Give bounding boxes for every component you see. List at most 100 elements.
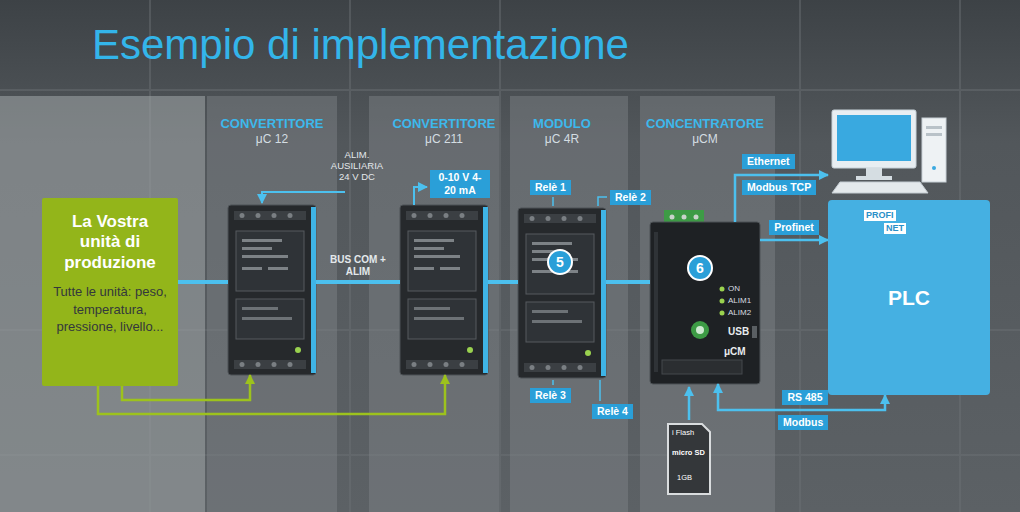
diagram-title: Esempio di implementazione — [92, 21, 629, 68]
label-text: Relè 1 — [535, 181, 566, 193]
callout-number: 5 — [547, 249, 573, 275]
signal-lines — [262, 175, 828, 420]
shape-circle — [696, 326, 704, 334]
shape-circle — [720, 311, 725, 316]
shape-rect — [752, 326, 757, 338]
shape-path — [552, 197, 554, 206]
device-heading: MODULOμC 4R — [533, 116, 591, 148]
label-text: ALIM1 — [728, 296, 751, 305]
shape-rect — [922, 118, 946, 182]
shape-line — [799, 0, 801, 512]
label-text: 6 — [696, 260, 704, 276]
label-text: μCM — [724, 346, 746, 357]
connector-label-text: RS 485 — [787, 391, 822, 403]
shape-path — [599, 380, 601, 401]
label-text: 0-10 V 4-20 mA — [438, 171, 481, 196]
converter-device: CONVERTITOREμC 211 — [400, 205, 488, 375]
shape-circle — [694, 215, 699, 220]
card-type: micro SD — [672, 449, 705, 457]
relay-tab: Relè 1 — [530, 180, 571, 195]
shape-rect — [926, 126, 942, 129]
shape-rect — [650, 222, 760, 384]
label-text: ALIM. AUSILIARIA 24 V DC — [331, 149, 383, 182]
protocol-tab: Modbus TCP — [742, 180, 816, 195]
callout-number: 6 — [687, 255, 713, 281]
shape-circle — [682, 215, 687, 220]
signal-connector — [606, 280, 650, 284]
port-label: USB — [728, 326, 749, 337]
device-heading: CONVERTITOREμC 12 — [220, 116, 323, 148]
card-capacity: 1GB — [677, 474, 692, 482]
label-text: ALIM2 — [728, 308, 751, 317]
relay-tab: Relè 2 — [610, 190, 651, 205]
node-subtext: Tutte le unità: peso, temperatura, press… — [50, 283, 170, 336]
label-text: USB — [728, 326, 749, 337]
label-text: Relè 2 — [615, 191, 646, 203]
shape-path — [688, 387, 691, 420]
card-brand: i Flash — [672, 429, 694, 437]
shape-rect — [856, 176, 892, 180]
profinet-logo-text: PROFI — [864, 210, 896, 221]
shape-rect — [837, 115, 911, 161]
relay-module-device — [518, 208, 606, 378]
shape-path — [262, 192, 345, 203]
shape-rect — [926, 133, 942, 136]
led-label: ALIM2 — [728, 309, 751, 318]
label-text: micro SD — [672, 448, 705, 457]
connector-label: Profinet — [769, 220, 819, 235]
profinet-logo-text: NET — [884, 223, 906, 234]
label-text: Modbus TCP — [747, 181, 811, 193]
column-band — [510, 96, 628, 512]
node-subtext: μCM — [646, 132, 764, 148]
shape-circle — [932, 166, 936, 170]
concentrator-device — [650, 210, 760, 384]
relay-tab: Relè 4 — [592, 404, 633, 419]
label-text: Modbus — [783, 416, 823, 428]
microsd-card — [668, 424, 710, 494]
shape-line — [0, 89, 1020, 91]
label-text: Relè 4 — [597, 405, 628, 417]
shape-circle — [720, 287, 725, 292]
node-heading: MODULO — [533, 116, 591, 133]
connector-label: BUS COM + ALIM — [326, 254, 390, 277]
shape-circle — [691, 321, 709, 339]
shape-rect — [866, 168, 882, 176]
connector-label-text: BUS COM + ALIM — [330, 254, 386, 277]
converter-device — [228, 205, 316, 375]
node-heading: CONCENTRATORE — [646, 116, 764, 133]
node-subtext: μC 211 — [392, 132, 495, 148]
led-label: ALIM1 — [728, 297, 751, 306]
converter-device: CONVERTITOREμC 12 — [228, 205, 316, 375]
label-text: NET — [886, 223, 904, 233]
shape-path — [414, 187, 427, 205]
led-label: ON — [728, 285, 740, 294]
node-subtext: μC 12 — [220, 132, 323, 148]
shape-path — [598, 197, 607, 206]
signal-connector — [488, 280, 518, 284]
signal-connector — [178, 280, 228, 284]
connector-label: RS 485 — [782, 390, 827, 405]
label-text: PROFI — [866, 210, 894, 220]
shape-rect — [832, 110, 916, 168]
signal-connector — [760, 239, 828, 242]
protocol-tab: Modbus — [778, 415, 828, 430]
label-text: Ethernet — [747, 155, 790, 167]
device-heading: CONVERTITOREμC 211 — [392, 116, 495, 148]
device-heading: CONCENTRATOREμCM — [646, 116, 764, 148]
source-panel — [0, 96, 205, 512]
relay-module-device: MODULOμC 4R — [518, 208, 606, 378]
label-text: ON — [728, 284, 740, 293]
node-heading: PLC — [888, 286, 930, 310]
shape-path — [552, 380, 554, 385]
label-text: 5 — [556, 254, 564, 270]
node-heading: CONVERTITORE — [392, 116, 495, 133]
shape-line — [499, 0, 501, 512]
supply-note: ALIM. AUSILIARIA 24 V DC — [328, 150, 386, 183]
shape-rect — [654, 232, 658, 372]
label-text: Relè 3 — [535, 389, 566, 401]
shape-circle — [670, 215, 675, 220]
protocol-tab: Ethernet — [742, 154, 795, 169]
